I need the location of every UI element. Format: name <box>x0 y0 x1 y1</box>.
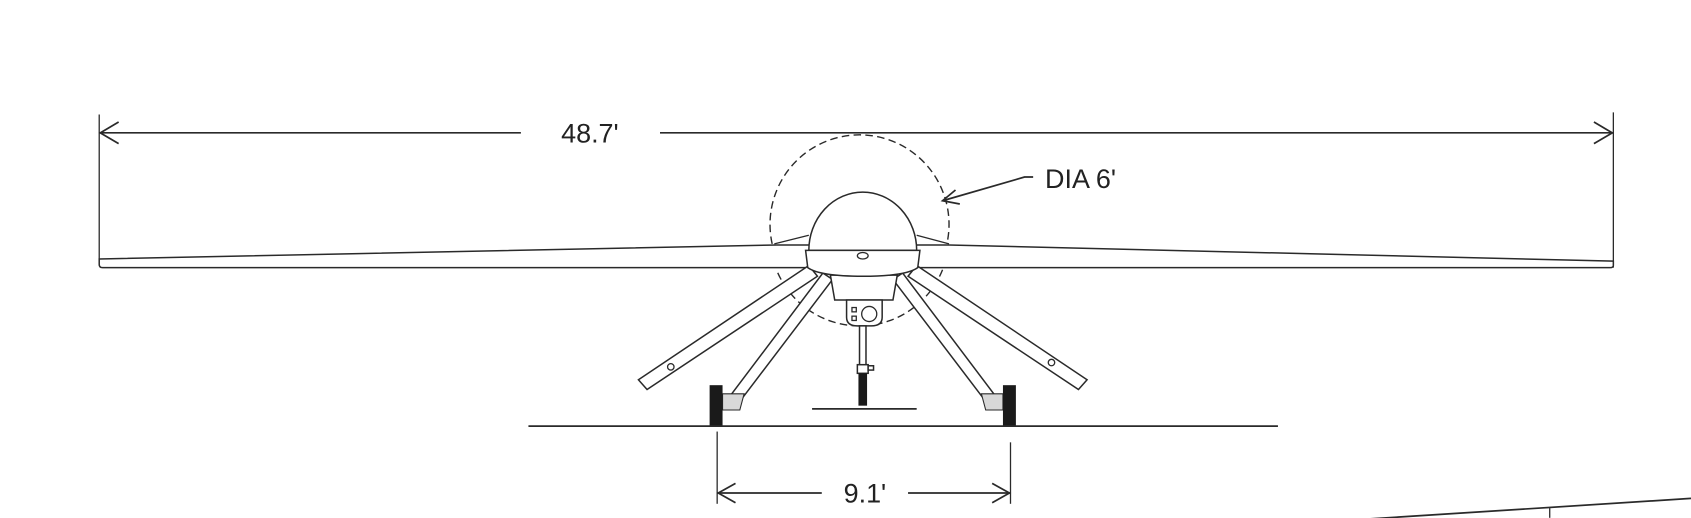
sensor-turret <box>845 299 883 327</box>
left-wheel-fairing <box>722 393 745 411</box>
arrowhead-right-icon <box>1593 121 1614 145</box>
sensor-window <box>851 315 857 322</box>
arrowhead-left-icon <box>716 482 736 504</box>
strut-bolt <box>1047 358 1056 367</box>
light-icon <box>856 251 869 260</box>
strut-bolt <box>666 362 675 371</box>
nose-gear-strut <box>858 325 867 368</box>
dome <box>808 191 918 252</box>
fuselage <box>804 191 921 327</box>
left-wing-strut <box>637 264 819 391</box>
leader-arrowhead-icon <box>940 189 960 205</box>
sensor-window <box>851 306 857 313</box>
wingspan-label: 48.7' <box>561 119 619 149</box>
track-width-dimension: 9.1' <box>716 431 1012 509</box>
arrowhead-right-icon <box>991 482 1012 504</box>
rotor-diameter-annotation: DIA 6' <box>769 134 1116 327</box>
nose-gear-collar <box>856 363 869 375</box>
fuselage-band <box>804 249 921 278</box>
right-wheel-fairing <box>980 393 1004 411</box>
arrowhead-left-icon <box>98 121 120 145</box>
partial-edge-line <box>1370 497 1691 518</box>
lower-fairing <box>829 274 899 301</box>
track-width-label: 9.1' <box>844 479 887 509</box>
right-wing-strut <box>906 264 1089 391</box>
rotor-leader-line <box>942 176 1034 202</box>
nose-wheel <box>858 373 868 406</box>
left-wheel <box>709 385 723 427</box>
nose-gear-tab <box>867 365 875 371</box>
nose-gear <box>812 325 917 410</box>
landing-struts <box>637 264 1089 427</box>
camera-lens-icon <box>861 305 878 323</box>
right-wheel <box>1002 385 1016 427</box>
rotor-diameter-label: DIA 6' <box>1045 164 1116 194</box>
rotor-disc-circle <box>769 134 950 327</box>
propeller-blades <box>774 234 950 245</box>
wingspan-dimension: 48.7' <box>98 112 1614 268</box>
